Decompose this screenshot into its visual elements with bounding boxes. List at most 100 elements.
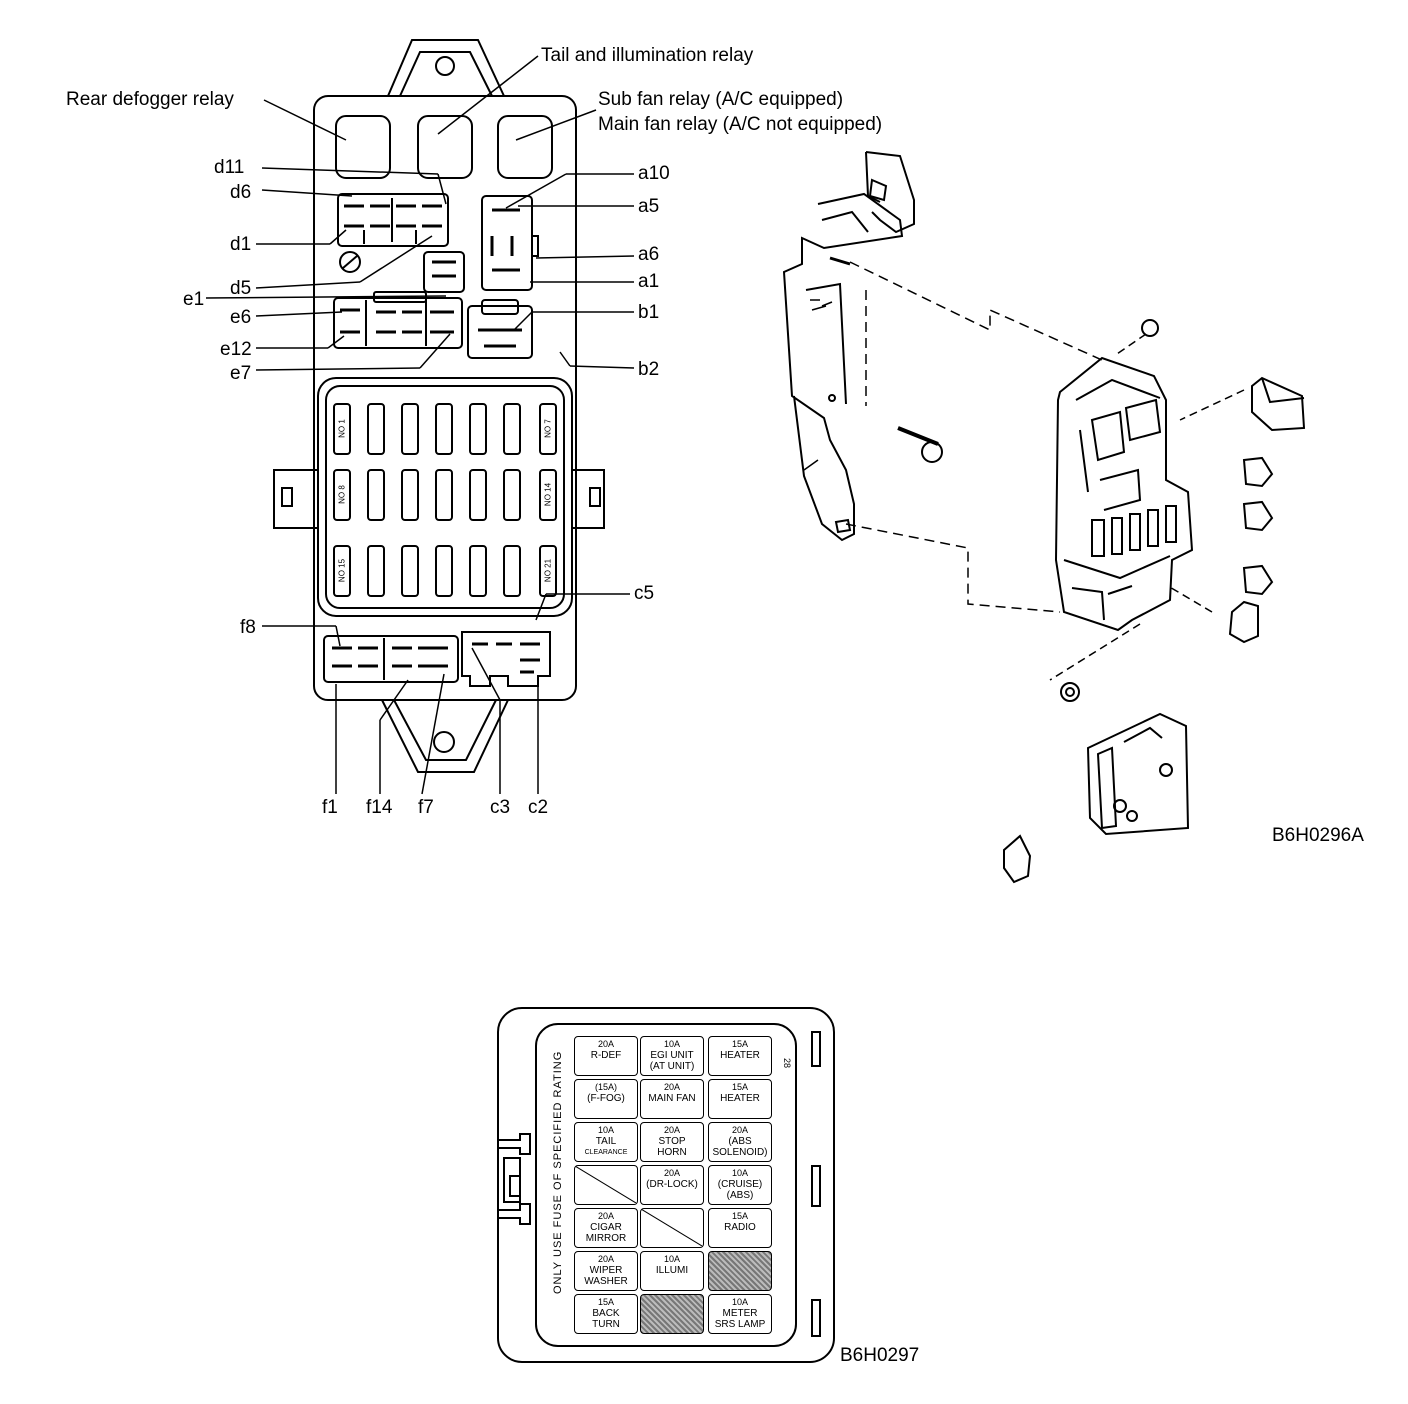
fuse-circuit-name-2: WASHER: [584, 1276, 628, 1287]
fuse-amp-rating: (15A): [594, 1082, 617, 1092]
fuse-cover-cell: [574, 1165, 638, 1205]
fuse-amp-rating: 20A: [731, 1125, 748, 1135]
fuse-circuit-name-2: CLEARANCE: [584, 1149, 628, 1156]
fuse-circuit-name: R-DEF: [590, 1050, 622, 1061]
connector-d11-label: d11: [214, 157, 245, 178]
fuse-amp-rating: 20A: [597, 1211, 614, 1221]
connector-a10-label: a10: [638, 163, 670, 184]
fuse-amp-rating: 20A: [663, 1082, 680, 1092]
fuse-amp-rating: 20A: [663, 1125, 680, 1135]
connector-c2-label: c2: [528, 797, 549, 818]
slot-no8-label: NO 8: [337, 485, 347, 504]
fuse-circuit-name: HEATER: [720, 1093, 760, 1104]
connector-d5-label: d5: [230, 278, 252, 299]
connector-f14-label: f14: [366, 797, 393, 818]
connector-f1-label: f1: [322, 797, 338, 818]
fuse-cover-drawing: [497, 1007, 835, 1363]
fuse-amp-rating: 10A: [731, 1168, 748, 1178]
fuse-amp-rating: 10A: [731, 1297, 748, 1307]
slot-no15-label: NO 15: [337, 558, 347, 583]
fuse-amp-rating: 15A: [597, 1297, 614, 1307]
connector-b1-label: b1: [638, 302, 660, 323]
connector-f7-label: f7: [418, 797, 434, 818]
tail-illumination-relay-label: Tail and illumination relay: [541, 45, 754, 66]
cover-corner-number: 28: [782, 1058, 792, 1069]
connector-b2-label: b2: [638, 359, 660, 380]
figure-code-exploded: B6H0296A: [1272, 825, 1364, 846]
connector-c5-label: c5: [634, 583, 655, 604]
slot-no7-label: NO 7: [543, 419, 553, 438]
slot-no1-label: NO 1: [337, 419, 347, 438]
connector-d1-label: d1: [230, 234, 252, 255]
fuse-amp-rating: 20A: [663, 1168, 680, 1178]
fuse-circuit-name-2: (ABS): [726, 1190, 754, 1201]
leader-lines: [205, 55, 635, 795]
fuse-amp-rating: 15A: [731, 1039, 748, 1049]
fuse-amp-rating: 20A: [597, 1039, 614, 1049]
fuse-circuit-name-2: (AT UNIT): [649, 1061, 695, 1072]
fuse-circuit-name: (F-FOG): [587, 1093, 625, 1104]
fuse-circuit-name: EGI UNIT: [650, 1050, 694, 1061]
fuse-circuit-name: HEATER: [720, 1050, 760, 1061]
fuse-circuit-name: RADIO: [724, 1222, 756, 1233]
fuse-circuit-name: MAIN FAN: [648, 1093, 696, 1104]
fuse-circuit-name: (ABS: [728, 1136, 752, 1147]
connector-e6-label: e6: [230, 307, 252, 328]
rear-defogger-relay-label: Rear defogger relay: [66, 89, 234, 110]
slot-no21-label: NO 21: [543, 558, 553, 583]
fuse-cover-cell: [640, 1208, 704, 1248]
fuse-circuit-name: METER: [722, 1308, 758, 1319]
fuse-circuit-name: (DR-LOCK): [646, 1179, 698, 1190]
fuse-cover-cell: (15A)(F-FOG): [574, 1079, 638, 1119]
fuse-circuit-name: TAIL: [595, 1136, 617, 1147]
fuse-circuit-name-2: MIRROR: [585, 1233, 627, 1244]
fuse-cover-cell: [708, 1251, 772, 1291]
empty-slot-diagonal: [641, 1209, 702, 1246]
connector-e1-label: e1: [183, 289, 205, 310]
fuse-circuit-name: (CRUISE): [717, 1179, 763, 1190]
figure-code-cover: B6H0297: [840, 1345, 920, 1366]
connector-a6-label: a6: [638, 244, 660, 265]
fuse-circuit-name-2: HORN: [657, 1147, 687, 1158]
fuse-amp-rating: 20A: [597, 1254, 614, 1264]
slot-no14-label: NO 14: [543, 482, 553, 507]
connector-a1-label: a1: [638, 271, 660, 292]
fuse-circuit-name: CIGAR: [590, 1222, 622, 1233]
fuse-circuit-name: STOP: [658, 1136, 686, 1147]
fuse-amp-rating: 10A: [663, 1254, 680, 1264]
fuse-circuit-name: WIPER: [589, 1265, 623, 1276]
fuse-amp-rating: 15A: [731, 1211, 748, 1221]
connector-e7-label: e7: [230, 363, 252, 384]
cover-rating-note: ONLY USE FUSE OF SPECIFIED RATING: [552, 1050, 564, 1294]
fuse-box-front: [273, 39, 605, 773]
fuse-circuit-name: ILLUMI: [655, 1265, 689, 1276]
fuse-cover-cell: [640, 1294, 704, 1334]
empty-slot-diagonal: [575, 1166, 636, 1203]
main-fan-relay-label: Main fan relay (A/C not equipped): [598, 114, 883, 135]
connector-a5-label: a5: [638, 196, 660, 217]
fuse-amp-rating: 15A: [731, 1082, 748, 1092]
exploded-view: [782, 151, 1306, 884]
connector-c3-label: c3: [490, 797, 511, 818]
connector-d6-label: d6: [230, 182, 252, 203]
fuse-amp-rating: 10A: [597, 1125, 614, 1135]
fuse-circuit-name-2: TURN: [592, 1319, 620, 1330]
connector-e12-label: e12: [220, 339, 252, 360]
fuse-amp-rating: 10A: [663, 1039, 680, 1049]
fuse-circuit-name-2: SRS LAMP: [714, 1319, 766, 1330]
